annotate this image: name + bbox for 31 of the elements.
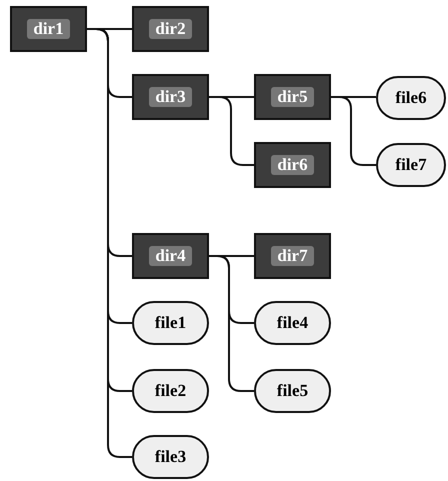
file-name: file3 — [154, 447, 186, 467]
directory-name: dir5 — [271, 87, 314, 107]
connector-line — [209, 255, 254, 392]
connector-line — [209, 96, 254, 166]
connector-line — [331, 96, 376, 166]
directory-name: dir4 — [149, 246, 192, 266]
directory-box — [254, 74, 331, 120]
file-pill — [376, 143, 446, 187]
directory-name: dir3 — [149, 87, 192, 107]
file-name: file6 — [395, 88, 427, 108]
directory-name: dir1 — [27, 19, 70, 39]
file-pill — [132, 301, 209, 345]
file-name: file5 — [276, 381, 308, 401]
directory-box — [254, 142, 331, 188]
directory-box — [10, 6, 87, 52]
file-name: file4 — [276, 313, 308, 333]
directory-box — [132, 74, 209, 120]
directory-box — [132, 233, 209, 279]
directory-name: dir6 — [271, 155, 314, 175]
file-name: file1 — [154, 313, 186, 333]
file-pill — [376, 76, 446, 120]
directory-name: dir7 — [271, 246, 314, 266]
directory-name: dir2 — [149, 19, 192, 39]
file-name: file2 — [154, 381, 186, 401]
file-pill — [254, 301, 331, 345]
file-pill — [132, 435, 209, 479]
file-name: file7 — [395, 155, 427, 175]
directory-box — [132, 6, 209, 52]
directory-box — [254, 233, 331, 279]
file-pill — [254, 369, 331, 413]
file-pill — [132, 369, 209, 413]
